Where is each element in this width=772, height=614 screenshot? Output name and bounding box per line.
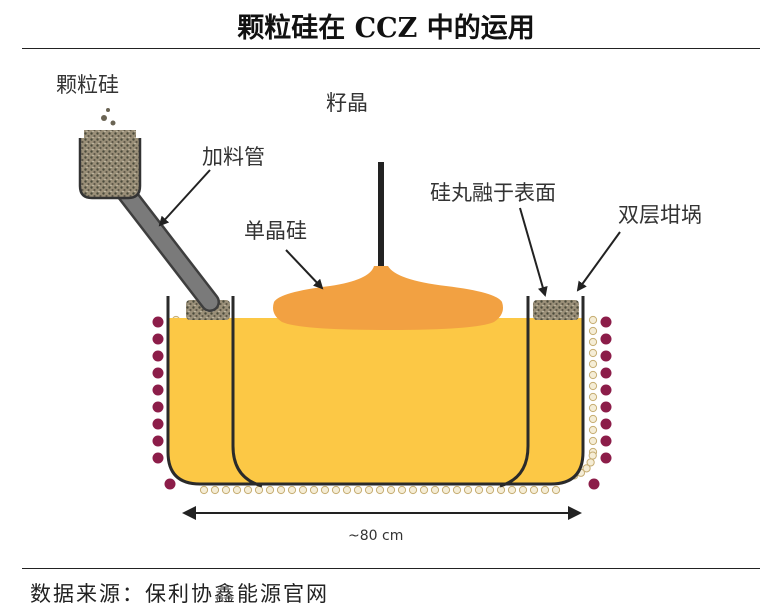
heater-bead <box>600 367 612 379</box>
label-feed-tube: 加料管 <box>202 145 265 169</box>
heater-bead <box>199 485 209 495</box>
heater-bead <box>320 485 330 495</box>
heater-bead <box>588 315 598 325</box>
heater-bead <box>152 384 164 396</box>
heater-bead <box>588 451 597 460</box>
heater-bead <box>474 485 484 495</box>
single-crystal-arrow <box>285 249 324 290</box>
crucible-arrow <box>576 231 621 292</box>
heater-bead <box>588 425 598 435</box>
heater-bead <box>276 485 286 495</box>
label-single-crystal: 单晶硅 <box>244 219 307 243</box>
heater-bead <box>152 418 164 430</box>
outer-crucible <box>166 296 585 486</box>
heater-bead <box>152 367 164 379</box>
heater-bead <box>331 485 341 495</box>
diameter-right-arrowhead <box>568 506 582 520</box>
heater-bead <box>588 326 598 336</box>
heater-bead <box>152 452 164 464</box>
heater-bead <box>600 452 612 464</box>
inner-crucible-right <box>499 296 530 488</box>
heater-bead <box>210 485 220 495</box>
heater-bead <box>588 370 598 380</box>
heater-bead <box>152 350 164 362</box>
heater-bead <box>600 384 612 396</box>
label-seed-crystal: 籽晶 <box>326 91 368 115</box>
heater-bead <box>152 435 164 447</box>
title-divider <box>22 48 760 49</box>
heater-bead <box>408 485 418 495</box>
heater-bead <box>265 485 275 495</box>
heater-bead <box>152 316 164 328</box>
heater-bead <box>588 348 598 358</box>
heater-bead <box>600 350 612 362</box>
heater-bead <box>518 485 528 495</box>
heater-bead <box>600 418 612 430</box>
heater-bead <box>452 485 462 495</box>
heater-bead <box>287 485 297 495</box>
heater-bead <box>397 485 407 495</box>
heater-bead <box>441 485 451 495</box>
heater-bead <box>600 435 612 447</box>
heater-bead <box>588 414 598 424</box>
page-title: 颗粒硅在 CCZ 中的运用 <box>237 13 535 44</box>
heater-bead <box>232 485 242 495</box>
heater-bead <box>152 401 164 413</box>
label-double-crucible: 双层坩埚 <box>618 203 702 227</box>
label-pellet-melt: 硅丸融于表面 <box>430 181 556 205</box>
heater-bead <box>309 485 319 495</box>
heater-bead <box>600 401 612 413</box>
single-crystal-ingot <box>273 266 503 330</box>
heater-coils <box>152 315 612 495</box>
heater-bead <box>588 359 598 369</box>
heater-bead <box>551 485 561 495</box>
label-granular-silicon: 颗粒硅 <box>56 73 119 97</box>
heater-bead <box>152 333 164 345</box>
heater-bead <box>496 485 506 495</box>
heater-bead <box>342 485 352 495</box>
heater-bead <box>540 485 550 495</box>
heater-bead <box>375 485 385 495</box>
heater-bead <box>588 392 598 402</box>
heater-bead <box>586 458 595 467</box>
heater-bead <box>588 478 600 490</box>
heater-bead <box>243 485 253 495</box>
source-divider <box>22 568 760 569</box>
heater-bead <box>221 485 231 495</box>
silicon-melt <box>168 318 583 484</box>
label-diameter: ~80 cm <box>348 528 403 544</box>
heater-bead <box>298 485 308 495</box>
heater-bead <box>353 485 363 495</box>
heater-bead <box>600 333 612 345</box>
source-note: 数据来源：保利协鑫能源官网 <box>30 582 329 606</box>
pellet-melt-arrow <box>519 207 548 297</box>
heater-bead <box>529 485 539 495</box>
heater-bead <box>588 403 598 413</box>
heater-bead <box>254 485 264 495</box>
pellet-pile-right <box>533 300 579 320</box>
heater-bead <box>588 337 598 347</box>
heater-bead <box>588 436 598 446</box>
heater-bead <box>386 485 396 495</box>
heater-bead <box>419 485 429 495</box>
hopper <box>78 138 142 200</box>
diameter-left-arrowhead <box>182 506 196 520</box>
heater-bead <box>485 485 495 495</box>
heater-bead <box>600 316 612 328</box>
heater-bead <box>582 464 591 473</box>
heater-bead <box>507 485 517 495</box>
heater-bead <box>463 485 473 495</box>
inner-crucible-left <box>231 296 263 488</box>
heater-bead <box>364 485 374 495</box>
heater-bead <box>164 478 176 490</box>
heater-bead <box>588 381 598 391</box>
feed-tube-arrow <box>158 169 211 227</box>
heater-bead <box>430 485 440 495</box>
